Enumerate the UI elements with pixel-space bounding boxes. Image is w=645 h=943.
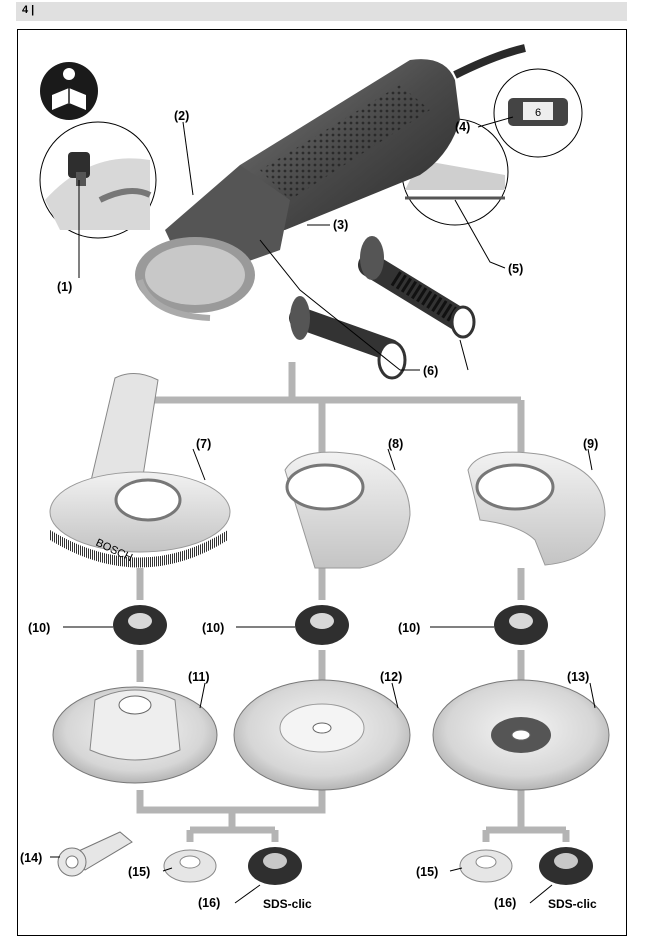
dial-value: 6: [535, 107, 541, 119]
callout-9: (9): [583, 437, 598, 451]
callout-10-middle: (10): [202, 621, 224, 635]
callout-11: (11): [188, 670, 210, 684]
callout-10-left: (10): [28, 621, 50, 635]
auxiliary-handles: [289, 236, 476, 380]
callout-2: (2): [174, 109, 189, 123]
mounting-flanges: [113, 605, 548, 645]
sds-clic-label-right: SDS-clic: [548, 897, 597, 911]
angle-grinder: [135, 44, 526, 321]
callout-15-left: (15): [128, 865, 150, 879]
callout-5: (5): [508, 262, 523, 276]
callout-15-right: (15): [416, 865, 438, 879]
speed-dial-detail: 6: [493, 68, 583, 158]
callout-14: (14): [20, 851, 42, 865]
figure-frame: [17, 29, 627, 936]
quick-nut-right: [539, 847, 593, 885]
callout-16-left: (16): [198, 896, 220, 910]
page-header-bar: 4 |: [16, 2, 627, 21]
callout-8: (8): [388, 437, 403, 451]
callout-4: (4): [455, 120, 470, 134]
callout-16-right: (16): [494, 896, 516, 910]
page-number: 4 |: [22, 4, 35, 16]
callout-3: (3): [333, 218, 348, 232]
read-manual-icon: [40, 62, 98, 120]
callout-10-right: (10): [398, 621, 420, 635]
two-pin-wrench: [57, 831, 133, 877]
extraction-guard: BOSCH: [49, 373, 231, 568]
callout-7: (7): [196, 437, 211, 451]
sds-clic-label-left: SDS-clic: [263, 897, 312, 911]
callout-leaders: [50, 116, 596, 904]
lock-button-detail: [39, 121, 157, 239]
clamping-nut-left: [163, 849, 217, 883]
grinding-disc: [233, 679, 411, 791]
cutting-guard: [467, 451, 606, 566]
quick-nut-left: [248, 847, 302, 885]
protective-guard: [284, 451, 411, 569]
cup-wheel: [52, 686, 218, 784]
callout-13: (13): [567, 670, 589, 684]
clamping-nut-right: [459, 849, 513, 883]
cutting-disc: [432, 679, 610, 791]
callout-12: (12): [380, 670, 402, 684]
callout-1: (1): [57, 280, 72, 294]
callout-6: (6): [423, 364, 438, 378]
